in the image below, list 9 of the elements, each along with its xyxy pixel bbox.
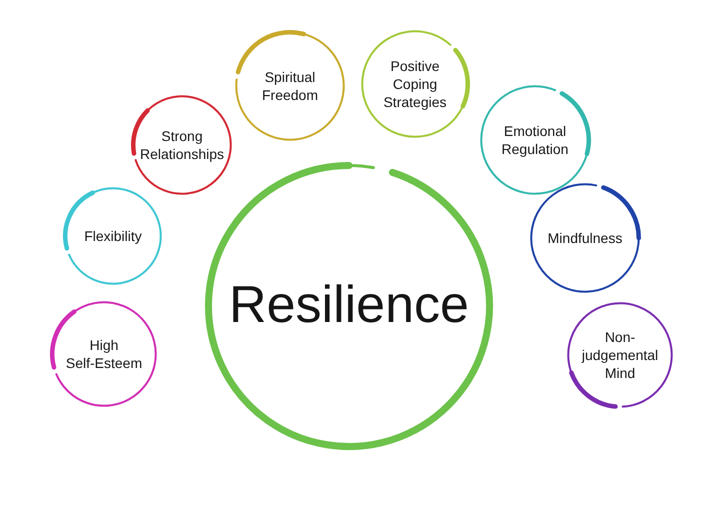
concept-label: Flexibility xyxy=(84,226,142,246)
concept-label: Mindfulness xyxy=(548,228,622,248)
concept-label: Non-judgemental Mind xyxy=(580,328,660,382)
concept-label: High Self-Esteem xyxy=(64,336,144,372)
concept-label: Spiritual Freedom xyxy=(260,68,320,104)
concept-label: Emotional Regulation xyxy=(500,122,570,158)
concept-label: Positive Coping Strategies xyxy=(382,56,448,112)
central-label: Resilience xyxy=(229,275,469,336)
concept-label: Strong Relationships xyxy=(138,126,226,164)
